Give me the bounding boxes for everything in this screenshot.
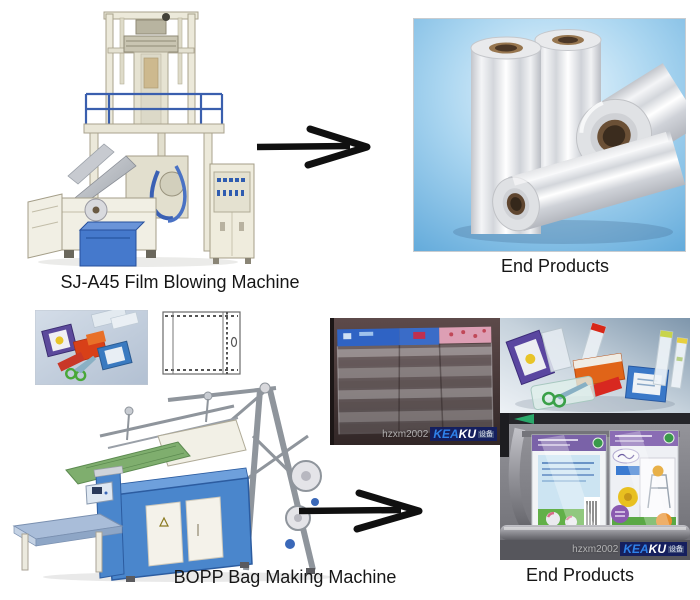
packaged-products-photo bbox=[500, 318, 690, 415]
bag-technical-drawing bbox=[157, 306, 247, 384]
bags-end-products-label: End Products bbox=[525, 565, 635, 585]
watermark-user: hzxm2002 bbox=[382, 428, 429, 440]
film-end-products-label: End Products bbox=[500, 256, 610, 276]
film-rolls-photo bbox=[413, 18, 686, 252]
platform-railing bbox=[84, 92, 224, 124]
green-pointer bbox=[514, 414, 534, 424]
control-cabinet bbox=[209, 163, 255, 264]
scissors-pack bbox=[530, 375, 596, 411]
bopp-machine-label: BOPP Bag Making Machine bbox=[173, 567, 397, 587]
film-roll bbox=[492, 130, 686, 232]
packaged-products-inset-photo bbox=[35, 310, 148, 385]
right-arrow-icon bbox=[297, 484, 439, 536]
bopp-bag-making-machine-illustration bbox=[8, 378, 338, 583]
right-arrow-icon bbox=[253, 120, 385, 172]
retail-bag-right bbox=[609, 430, 679, 538]
retail-bag-left bbox=[531, 434, 607, 540]
purple-box bbox=[505, 329, 556, 386]
watermark-user: hzxm2002 bbox=[572, 543, 619, 555]
film-blowing-machine-label: SJ-A45 Film Blowing Machine bbox=[60, 272, 300, 292]
film-blowing-machine-illustration bbox=[8, 6, 260, 268]
